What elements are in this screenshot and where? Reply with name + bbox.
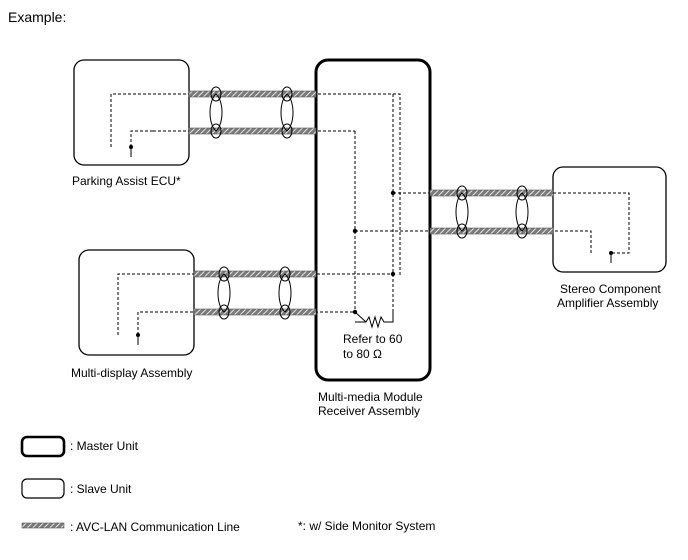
resistor-note-line1: Refer to 60	[343, 332, 403, 346]
avc-lan-cable-multi-display	[193, 266, 317, 320]
legend-slave-label: : Slave Unit	[70, 482, 132, 496]
multi-display-assembly-box	[78, 249, 393, 356]
legend-master-swatch	[20, 435, 66, 458]
avc-lan-cable-parking-assist	[188, 86, 317, 139]
receiver-label-line2: Receiver Assembly	[318, 404, 420, 418]
parking-assist-ecu-label: Parking Assist ECU*	[72, 174, 181, 188]
receiver-label-line1: Multi-media Module	[318, 390, 423, 404]
termination-resistor-icon	[355, 312, 394, 329]
avc-lan-cable-stereo-amplifier	[429, 185, 554, 239]
example-heading: Example:	[8, 9, 66, 25]
receiver-assembly-box	[314, 58, 432, 382]
stereo-amplifier-label-line2: Amplifier Assembly	[557, 296, 658, 310]
stereo-amplifier-box	[355, 166, 667, 273]
multi-display-assembly-label: Multi-display Assembly	[71, 366, 192, 380]
legend-master-label: : Master Unit	[70, 439, 139, 453]
footnote: *: w/ Side Monitor System	[298, 519, 435, 533]
legend-slave-swatch	[21, 478, 65, 499]
legend-avc-lan-label: : AVC-LAN Communication Line	[70, 520, 240, 534]
resistor-note-line2: to 80 Ω	[343, 347, 382, 361]
stereo-amplifier-label-line1: Stereo Component	[560, 282, 661, 296]
legend: : Master Unit : Slave Unit : AVC-LAN Com…	[20, 435, 240, 534]
legend-avc-lan-swatch	[21, 522, 65, 529]
